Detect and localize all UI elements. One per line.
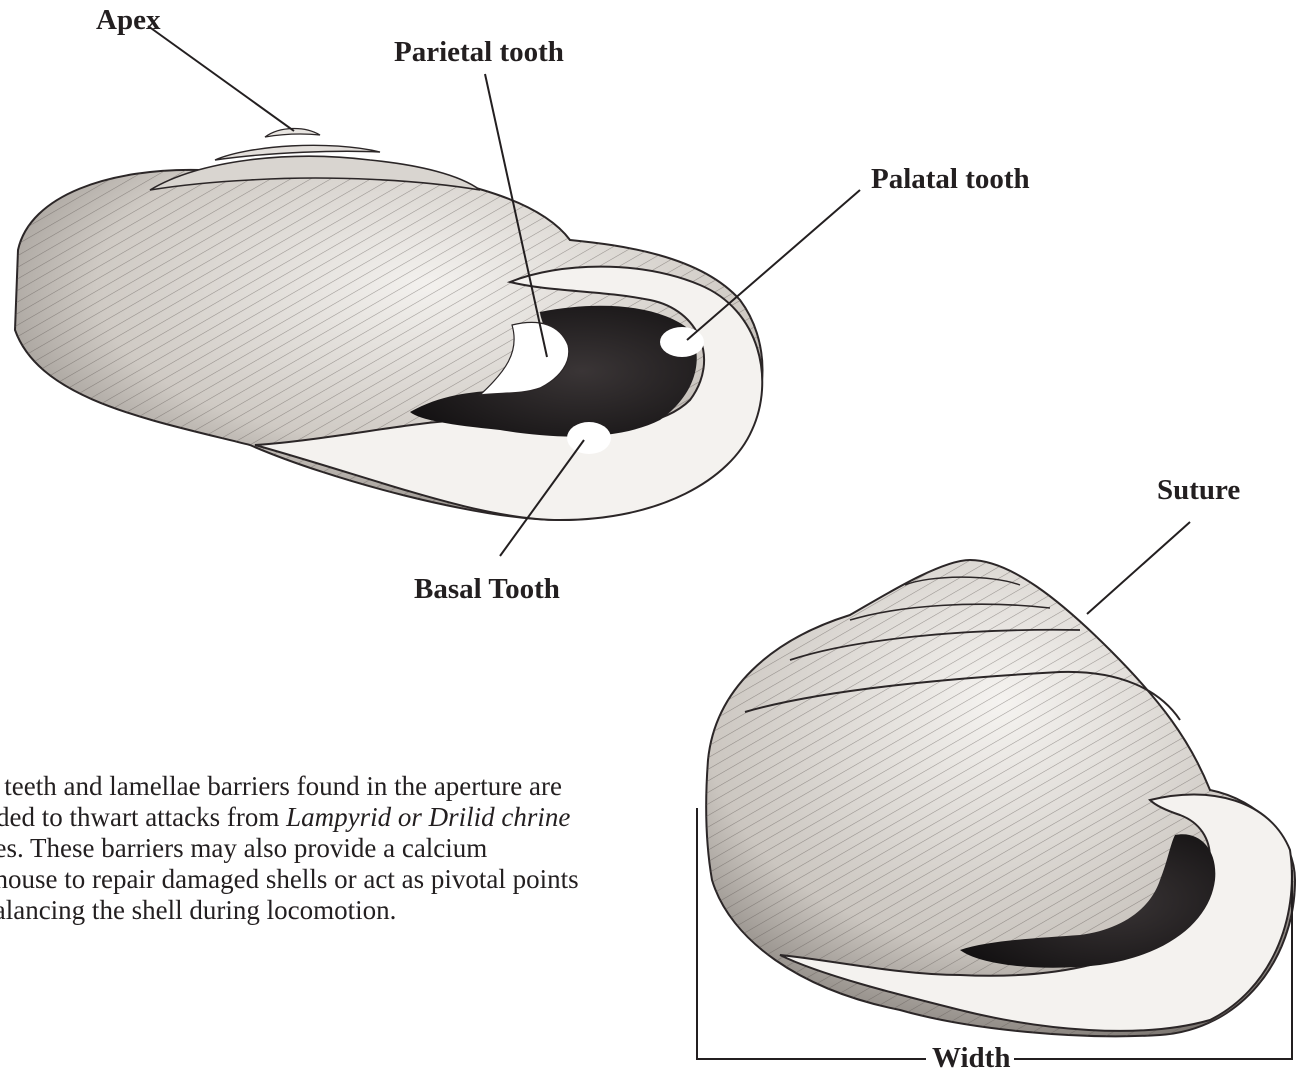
caption-italic-term: Lampyrid or Drilid chrine xyxy=(286,802,570,832)
parietal-tooth-label: Parietal tooth xyxy=(394,38,564,67)
caption-paragraph: Snail teeth and lamellae barriers found … xyxy=(0,771,602,926)
top-shell-illustration xyxy=(15,128,763,520)
basal-tooth-label: Basal Tooth xyxy=(414,575,560,604)
palatal-tooth-leader xyxy=(687,190,860,340)
apex-label: Apex xyxy=(96,6,160,35)
palatal-tooth-label: Palatal tooth xyxy=(871,165,1030,194)
apex-leader xyxy=(148,26,294,131)
bottom-shell-illustration xyxy=(706,560,1295,1036)
basal-tooth-marker xyxy=(567,422,611,454)
suture-leader xyxy=(1087,522,1190,614)
width-label: Width xyxy=(928,1044,1014,1073)
caption-text-2: beetles. These barriers may also provide… xyxy=(0,833,579,925)
suture-label: Suture xyxy=(1157,476,1240,505)
